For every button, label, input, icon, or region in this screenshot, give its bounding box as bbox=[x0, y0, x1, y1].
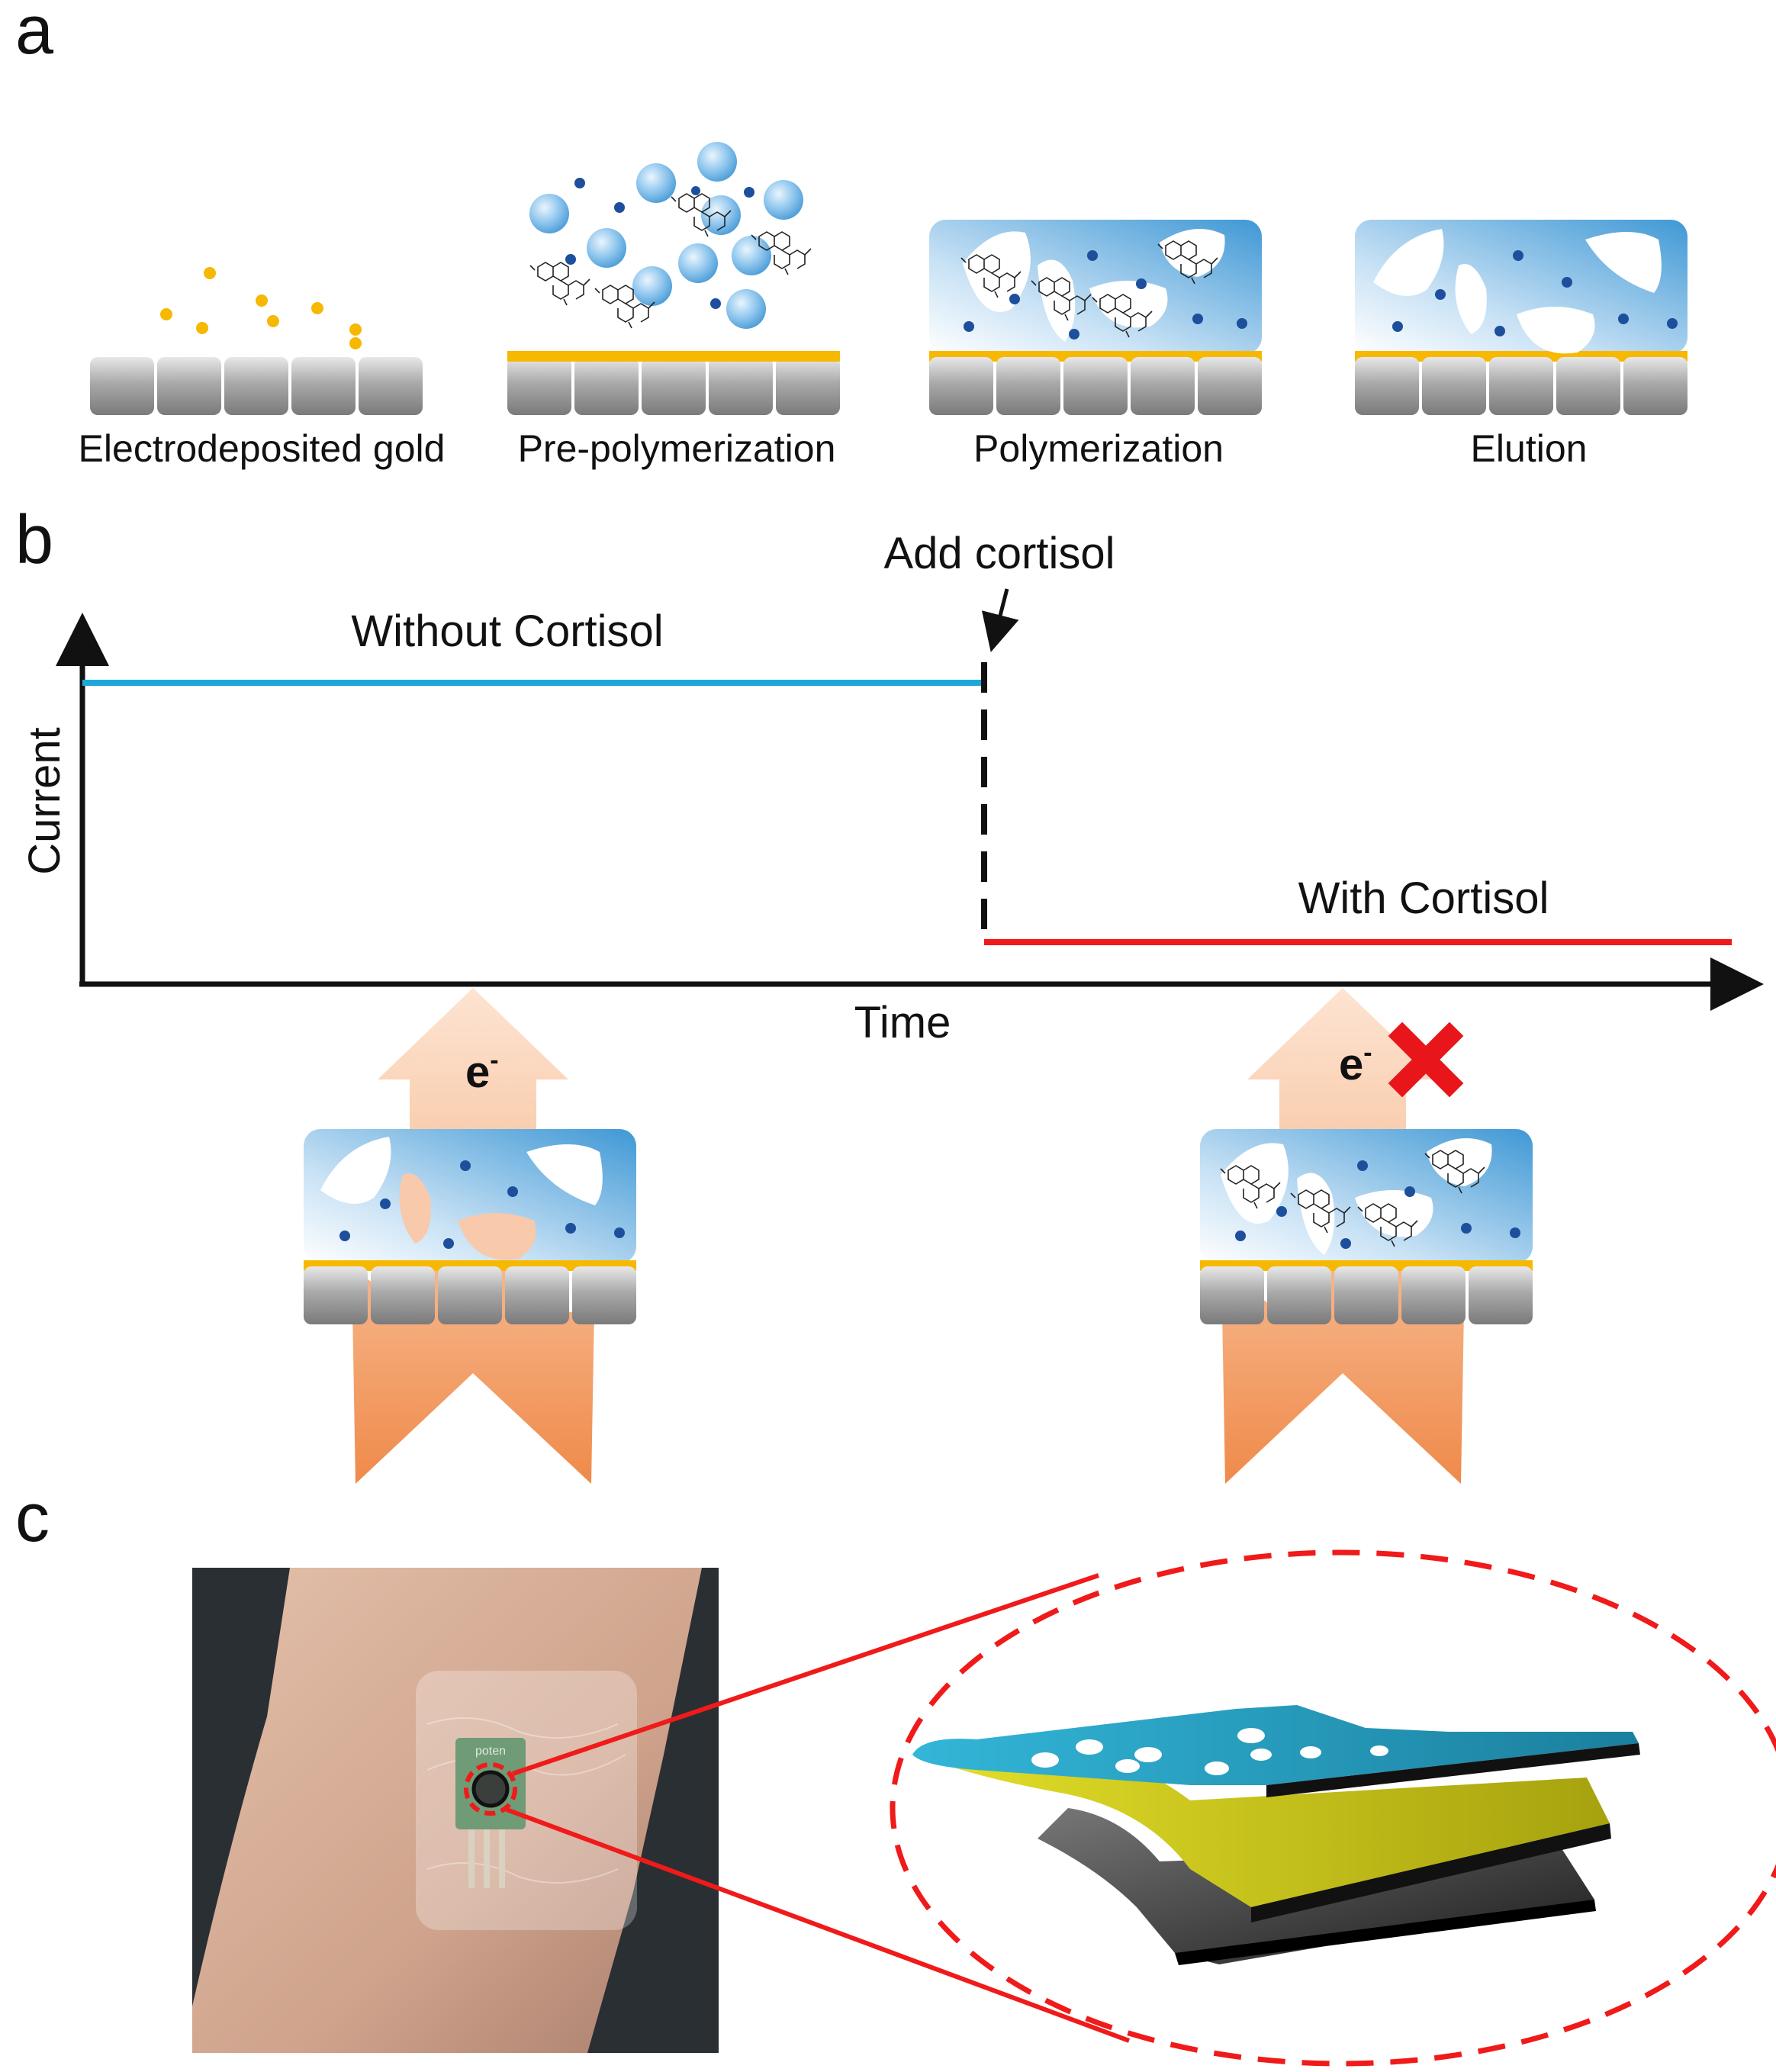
label-without-cortisol: Without Cortisol bbox=[351, 606, 663, 656]
highlight-circle bbox=[464, 1762, 517, 1816]
step-pre-polymerization bbox=[507, 142, 840, 415]
zoom-line-top bbox=[512, 1573, 1099, 1776]
sensor-without-cortisol bbox=[304, 1129, 636, 1324]
zoom-ellipse bbox=[890, 1549, 1776, 2067]
step-electrodeposited-gold bbox=[90, 267, 423, 415]
step-polymerization bbox=[929, 220, 1262, 415]
step-label-2: Pre-polymerization bbox=[518, 427, 836, 470]
panel-label-a: a bbox=[15, 0, 54, 69]
patch-layers-illustration bbox=[912, 1705, 1640, 1965]
panel-label-c: c bbox=[15, 1480, 50, 1556]
chip-text: poten bbox=[475, 1745, 506, 1758]
blocked-cross-icon bbox=[1388, 1022, 1464, 1098]
y-axis-label: Current bbox=[20, 727, 69, 874]
sensor-with-cortisol bbox=[1200, 1129, 1533, 1324]
panel-label-b: b bbox=[15, 502, 53, 578]
x-axis-label: Time bbox=[854, 998, 951, 1047]
arm-photo: poten bbox=[192, 1568, 719, 2053]
zoom-line-bottom bbox=[505, 1807, 1131, 2043]
annotation-add-cortisol: Add cortisol bbox=[883, 529, 1115, 578]
step-elution bbox=[1355, 220, 1688, 415]
electron-label-right: e- bbox=[1339, 1038, 1372, 1089]
step-label-3: Polymerization bbox=[973, 427, 1224, 470]
label-with-cortisol: With Cortisol bbox=[1298, 874, 1549, 923]
step-label-1: Electrodeposited gold bbox=[79, 427, 446, 470]
electron-label-left: e- bbox=[465, 1046, 499, 1097]
annotation-arrow bbox=[981, 588, 1019, 652]
step-label-4: Elution bbox=[1471, 427, 1588, 470]
